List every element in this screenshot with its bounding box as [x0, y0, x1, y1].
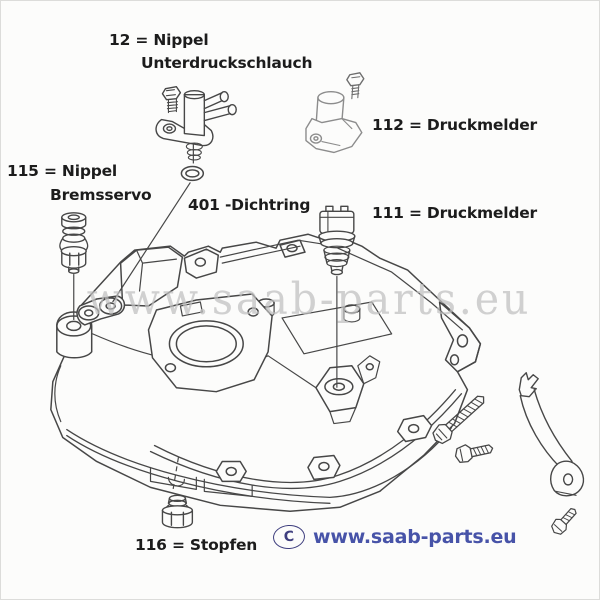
manifold-body-drawing — [50, 233, 482, 513]
copyright-notice: C www.saab-parts.eu — [272, 523, 517, 551]
part-112-sensor-drawing — [305, 72, 365, 154]
callout-116: 116 = Stopfen — [135, 536, 258, 554]
callout-12-line2: Unterdruckschlauch — [141, 54, 313, 72]
small-bolt-drawing — [551, 508, 577, 535]
callout-111: 111 = Druckmelder — [372, 204, 538, 222]
part-115-nipple-drawing — [59, 212, 89, 274]
part-401-oring-drawing — [180, 165, 205, 182]
long-bolt-drawing — [432, 395, 485, 445]
callout-12-line1: 12 = Nippel — [109, 31, 209, 49]
part-116-plug-drawing — [161, 494, 194, 529]
copyright-symbol: C — [272, 523, 306, 551]
callout-112: 112 = Druckmelder — [372, 116, 538, 134]
part-111-sensor-drawing — [318, 205, 356, 276]
part-12-nipple-assembly-drawing — [155, 86, 237, 161]
callout-115-line2: Bremsservo — [50, 186, 152, 204]
stay-rod-drawing — [518, 372, 585, 497]
watermark-text: www.saab-parts.eu — [87, 274, 532, 325]
callout-401: 401 -Dichtring — [188, 196, 311, 214]
leader-line-116 — [171, 457, 179, 494]
short-bolt-drawing — [454, 444, 494, 463]
leader-line-401 — [112, 182, 191, 303]
part-112-screw-drawing — [346, 72, 365, 100]
callout-115-line1: 115 = Nippel — [7, 162, 118, 180]
site-link: www.saab-parts.eu — [313, 526, 517, 548]
